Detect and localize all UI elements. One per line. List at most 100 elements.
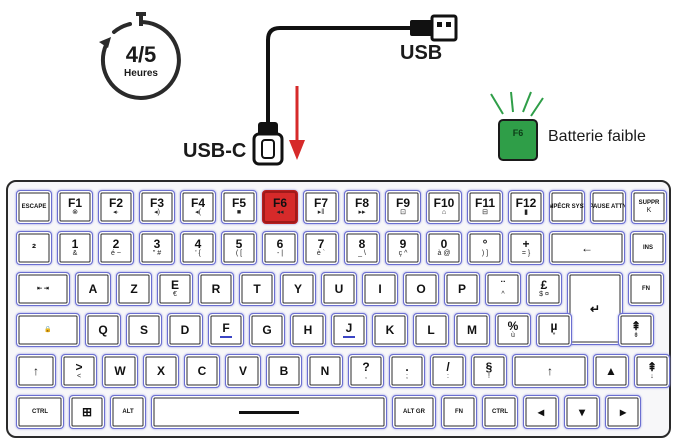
key-main-label: ▸	[619, 405, 627, 419]
key-sub-label: *	[552, 332, 556, 339]
key-main-label: G	[262, 323, 272, 337]
key-r5-2: ALT	[110, 395, 146, 429]
key-r2-11: ¨^	[485, 272, 521, 306]
key-main-label: Z	[130, 282, 138, 296]
key-small-label: ⇤ ⇥	[37, 285, 49, 292]
key-main-label: F	[222, 321, 230, 335]
key-r3-11: %ù	[495, 313, 531, 347]
key-main-label: F2	[108, 196, 123, 210]
key-sub-label: :	[447, 373, 449, 380]
key-main-label: 8	[358, 237, 366, 251]
spacebar-bar	[239, 410, 299, 414]
timer-icon	[99, 12, 181, 100]
key-r5-7: ◂	[523, 395, 559, 429]
key-r3-12: µ*	[536, 313, 572, 347]
key-sub-label: ▸ǁ	[317, 209, 325, 216]
key-r4-8: ?,	[348, 354, 384, 388]
key-main-label: D	[180, 323, 190, 337]
key-sub-label: ▸▸	[358, 209, 366, 216]
key-r2-4: R	[198, 272, 234, 306]
key-sub-label: ■	[236, 209, 242, 216]
key-small-label: ALT GR	[403, 408, 425, 415]
key-sub-label: $ ¤	[539, 291, 549, 298]
key-sub-label: ,	[365, 373, 367, 380]
key-r1-4: 4' {	[180, 231, 216, 265]
key-r4-13: ▲	[593, 354, 629, 388]
key-main-label: F8	[354, 196, 369, 210]
key-sub-label: &	[72, 250, 78, 257]
key-sub-label: ' {	[195, 250, 201, 257]
battery-duration-icon: 4/5 Heures	[92, 12, 190, 108]
key-r0-14: PAUSE ATTN	[590, 190, 626, 224]
key-main-label: E	[170, 278, 179, 292]
key-r0-4: F4◂(	[180, 190, 216, 224]
key-small-label: 🔒	[44, 326, 52, 333]
key-main-label: O	[416, 282, 426, 296]
key-r0-8: F8▸▸	[344, 190, 380, 224]
key-main-label: T	[253, 282, 261, 296]
key-r3-6: H	[290, 313, 326, 347]
key-sub-label: ) ]	[481, 250, 489, 257]
key-main-label: S	[139, 323, 148, 337]
key-r2-7: U	[321, 272, 357, 306]
key-sub-label: <	[76, 373, 82, 380]
key-main-label: N	[320, 364, 330, 378]
key-sub-label: ç ^	[398, 250, 408, 257]
key-sub-label: ⇟	[633, 332, 639, 339]
key-main-label: £	[540, 278, 548, 292]
key-main-label: F3	[149, 196, 164, 210]
key-main-label: ▾	[578, 405, 586, 419]
key-main-label: %	[507, 319, 519, 333]
key-main-label: 4	[194, 237, 202, 251]
key-small-label: SUPPR	[638, 199, 660, 206]
key-main-label: ◂	[537, 405, 545, 419]
key-r4-12: ↑	[512, 354, 588, 388]
key-r3-2: S	[126, 313, 162, 347]
key-r5-4: ALT GR	[392, 395, 436, 429]
key-main-label: F11	[474, 196, 495, 210]
key-r2-14: FN	[628, 272, 664, 306]
key-r3-10: M	[454, 313, 490, 347]
key-small-label: ESCAPE	[21, 203, 47, 210]
key-r0-7: F7▸ǁ	[303, 190, 339, 224]
key-sub-label: ;	[406, 373, 408, 380]
key-sub-label: = }	[521, 250, 531, 257]
key-main-label: C	[197, 364, 207, 378]
key-r4-10: /:	[430, 354, 466, 388]
key-r3-0: 🔒	[16, 313, 80, 347]
led-key-label: F6	[512, 128, 524, 138]
key-r0-0: ESCAPE	[16, 190, 52, 224]
key-r2-10: P	[444, 272, 480, 306]
key-r1-3: 3" #	[139, 231, 175, 265]
key-r1-6: 6- |	[262, 231, 298, 265]
key-sub-label: ⌂	[441, 209, 447, 216]
key-r1-12: += }	[508, 231, 544, 265]
key-main-label: 6	[276, 237, 284, 251]
key-r2-1: A	[75, 272, 111, 306]
arrow-down-icon	[289, 86, 305, 160]
key-main-label: 7	[317, 237, 325, 251]
key-main-label: I	[378, 282, 382, 296]
key-main-label: °	[482, 237, 488, 251]
key-r0-9: F9⊡	[385, 190, 421, 224]
key-main-label: J	[345, 321, 353, 335]
key-r2-13: ↵	[567, 272, 623, 345]
key-r0-5: F5■	[221, 190, 257, 224]
key-r1-1: 1&	[57, 231, 93, 265]
key-main-label: V	[238, 364, 247, 378]
key-r4-1: ><	[61, 354, 97, 388]
key-sub-label: ↓	[650, 373, 654, 380]
key-r1-5: 5( [	[221, 231, 257, 265]
key-small-label: FN	[642, 285, 650, 292]
key-main-label: µ	[550, 319, 558, 333]
key-r2-9: O	[403, 272, 439, 306]
key-r3-3: D	[167, 313, 203, 347]
key-main-label: W	[114, 364, 126, 378]
key-r2-0: ⇤ ⇥	[16, 272, 70, 306]
key-small-label: INS	[642, 244, 653, 251]
low-battery-led-icon	[490, 91, 544, 161]
